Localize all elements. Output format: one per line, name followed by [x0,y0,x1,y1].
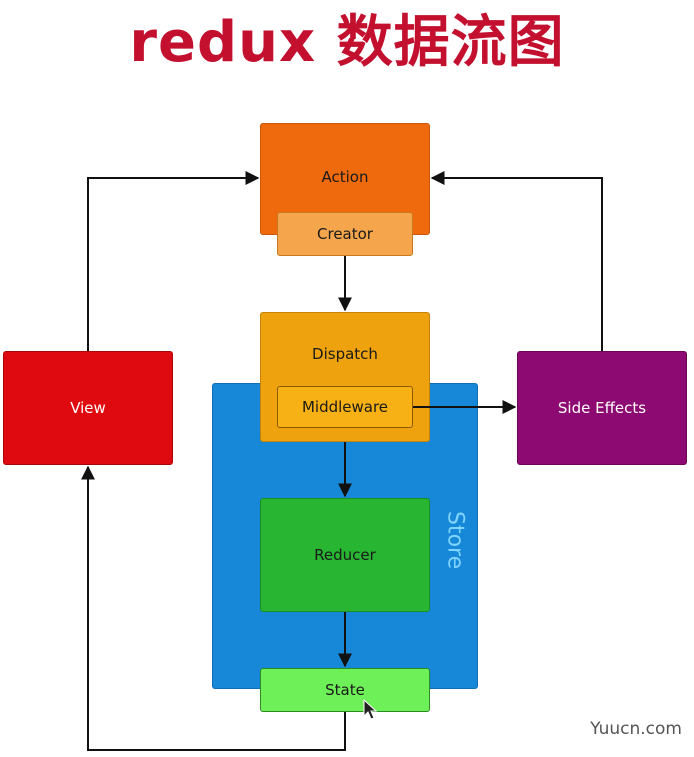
reducer-node: Reducer [260,498,430,612]
reducer-label: Reducer [314,546,376,564]
action-label: Action [321,168,369,186]
mouse-cursor-icon [363,698,378,720]
view-node: View [3,351,173,465]
watermark: Yuucn.com [590,719,682,739]
view-label: View [70,399,106,417]
middleware-label: Middleware [301,398,389,416]
creator-label: Creator [317,225,373,243]
arrow-state-to-view [81,465,346,751]
page-title: redux 数据流图 [129,10,565,75]
side-effects-node: Side Effects [517,351,687,465]
arrow-side-effects-to-action [430,171,603,351]
arrow-view-to-action [87,171,260,351]
dispatch-label: Dispatch [312,345,378,363]
creator-node: Creator [277,212,413,256]
state-node: State [260,668,430,712]
store-label: Store [442,510,468,570]
state-label: State [325,681,365,699]
middleware-node: Middleware [277,386,413,428]
side-effects-label: Side Effects [557,399,647,417]
